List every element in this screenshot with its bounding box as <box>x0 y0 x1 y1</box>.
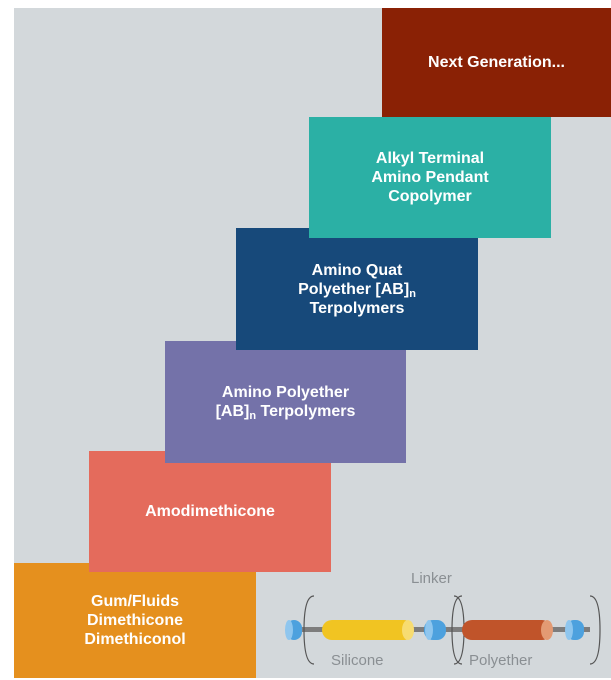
polyether-label: Polyether <box>469 652 533 669</box>
step-label-line: Dimethiconol <box>84 631 186 648</box>
end-cap-icon <box>425 620 433 640</box>
subscript-n: n <box>249 410 257 422</box>
step-label-line: Terpolymers <box>309 299 405 317</box>
block-copolymer-diagram <box>285 595 601 665</box>
step-label-line: Alkyl Terminal <box>375 150 485 167</box>
polyether-cylinder-icon <box>541 620 553 640</box>
silicone-cylinder-icon <box>322 620 414 640</box>
step-label-line-with-subscript: Polyether [AB]n <box>298 280 416 300</box>
step-amino-quat: Amino Quat Polyether [AB]n Terpolymers <box>236 228 478 350</box>
bracket-icon <box>589 595 601 665</box>
step-label-line: Amino Polyether <box>221 384 350 401</box>
step-label-line: Next Generation... <box>428 54 565 71</box>
silicone-cylinder-icon <box>402 620 414 640</box>
step-alkyl-terminal: Alkyl Terminal Amino Pendant Copolymer <box>309 117 551 238</box>
end-cap-icon <box>565 620 573 640</box>
silicone-label: Silicone <box>331 652 384 669</box>
step-label-line: Amodimethicone <box>145 503 275 520</box>
subscript-n: n <box>409 287 416 300</box>
step-label-line: Amino Quat <box>311 261 403 279</box>
bracket-icon <box>303 595 315 665</box>
step-label-line: Gum/Fluids <box>91 593 179 610</box>
linker-label: Linker <box>411 570 452 587</box>
step-amino-polyether: Amino Polyether [AB]n Terpolymers <box>165 341 406 463</box>
polyether-cylinder-icon <box>462 620 552 640</box>
step-label-line-with-subscript: [AB]n Terpolymers <box>215 402 356 422</box>
bracket-icon <box>451 595 463 665</box>
step-label-text: [AB] <box>215 403 250 420</box>
step-label-text: Terpolymers <box>256 403 356 420</box>
end-cap-icon <box>285 620 293 640</box>
step-label-line: Amino Pendant <box>371 169 489 186</box>
step-label-line: Copolymer <box>388 188 472 205</box>
step-next-generation: Next Generation... <box>382 8 611 117</box>
step-label-text: Polyether [AB] <box>298 280 410 298</box>
step-gum-fluids: Gum/Fluids Dimethicone Dimethiconol <box>14 563 256 678</box>
step-label-line: Dimethicone <box>86 612 183 629</box>
step-amodimethicone: Amodimethicone <box>89 451 331 572</box>
